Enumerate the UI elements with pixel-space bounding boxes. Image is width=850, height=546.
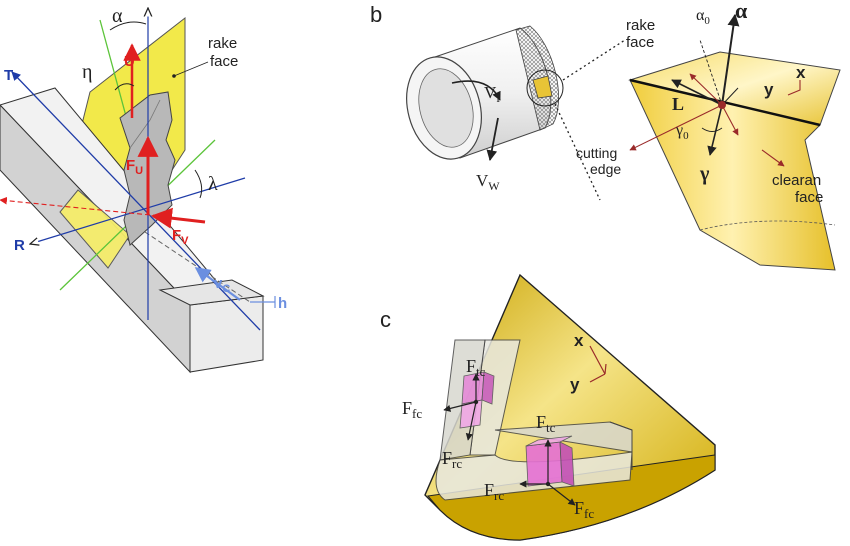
tool-enlarged [628, 13, 841, 271]
vf-label: Vf [484, 83, 500, 105]
xy-axes-c [589, 345, 607, 383]
panel-c-letter: c [380, 307, 391, 332]
gamma-b-label: γ [699, 163, 710, 185]
L-label: L [672, 94, 684, 114]
alpha-label: α [112, 5, 123, 27]
x-axis-b-label: x [796, 63, 806, 82]
T-label: T [4, 67, 13, 84]
ffc-label-upper: Ffc [402, 398, 422, 421]
ftc-label-lower: Ftc [536, 412, 556, 435]
vc-arrow [194, 267, 241, 301]
panel-c: c [380, 273, 716, 541]
cylinder-workpiece [406, 25, 626, 201]
alpha0-label: α0 [696, 7, 710, 27]
frc-label-lower: Frc [484, 480, 504, 503]
panel-a: α η λ rake face U T R h FU FV vC [0, 5, 287, 374]
cutting-edge-label-2: edge [590, 161, 621, 177]
clearance-face-label: clearan [772, 172, 821, 189]
rake-face-b-label-2: face [626, 34, 654, 51]
T-axis [11, 71, 261, 331]
gamma0-label: γ0 [675, 122, 689, 142]
panel-b-letter: b [370, 2, 382, 27]
lambda-label: λ [208, 173, 218, 195]
x-axis-c-label: x [574, 331, 584, 350]
cutting-edge-label: cutting [576, 145, 617, 161]
FV-label: FV [172, 227, 189, 247]
h-label: h [278, 295, 287, 312]
rake-face-b-label: rake [626, 17, 655, 34]
y-axis-c-label: y [570, 375, 580, 394]
vw-label: VW [476, 171, 500, 193]
vc-label: vC [214, 275, 230, 295]
element-cube-upper [459, 371, 495, 429]
y-axis-b-label: y [764, 80, 774, 99]
R-axis [30, 177, 246, 244]
alpha-b-label: α [735, 0, 748, 23]
U-label: U [124, 53, 135, 70]
ffc-label-lower: Ffc [574, 498, 594, 521]
ftc-label-upper: Ftc [466, 356, 486, 379]
panel-b: b Vf VW [370, 0, 841, 271]
FU-label: FU [126, 157, 143, 177]
rake-face-label: rake [208, 35, 237, 52]
rake-face-label-2: face [210, 53, 238, 70]
FV-arrow [150, 207, 206, 229]
eta-label: η [82, 61, 92, 83]
frc-label-upper: Frc [442, 448, 462, 471]
R-label: R [14, 237, 25, 254]
clearance-face-label-2: face [795, 189, 823, 206]
